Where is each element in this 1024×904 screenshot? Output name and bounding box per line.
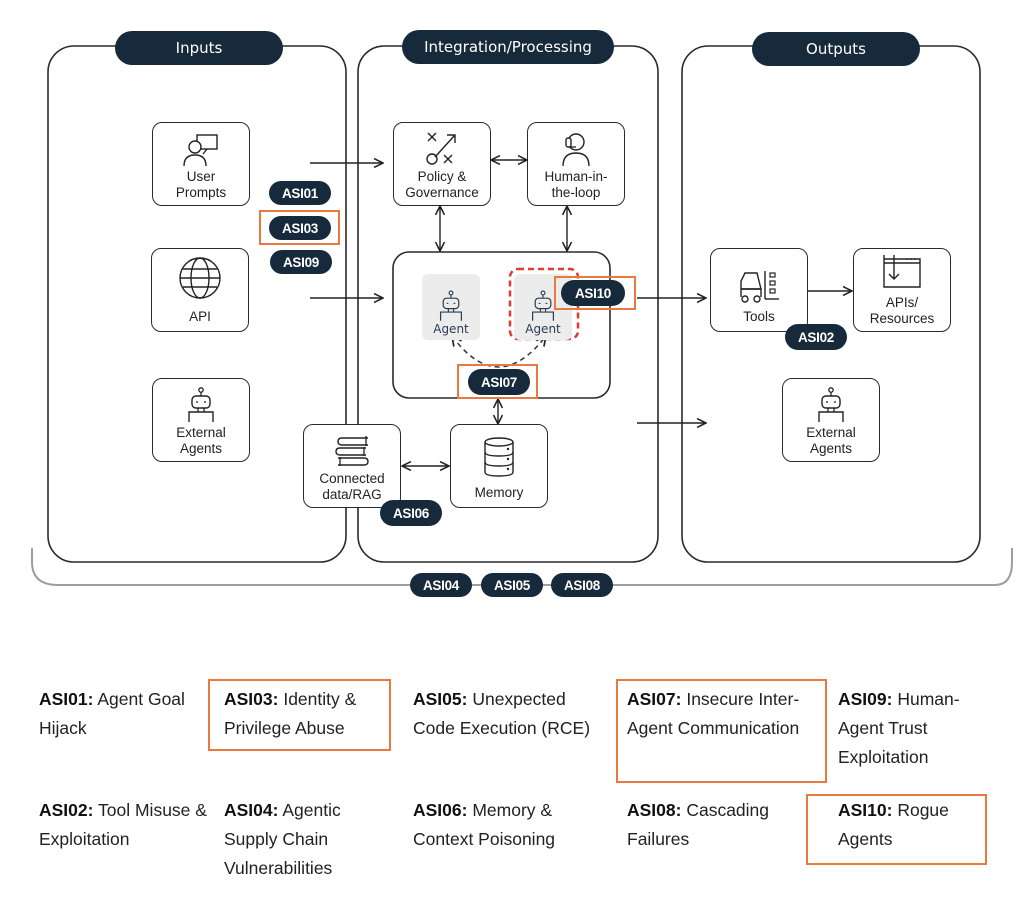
node-label: Connected data/RAG <box>319 471 385 502</box>
node-label: External Agents <box>806 425 856 456</box>
agent-card-1: Agent <box>422 274 480 340</box>
legend-item-asi06: ASI06: Memory & Context Poisoning <box>413 796 583 854</box>
legend-item-asi02: ASI02: Tool Misuse & Exploitation <box>39 796 209 854</box>
node-memory: Memory <box>450 424 548 508</box>
node-human-in-the-loop: Human-in- the-loop <box>527 122 625 206</box>
agent-label: Agent <box>433 322 469 336</box>
section-title-inputs: Inputs <box>115 31 283 65</box>
legend-code: ASI08: <box>627 800 682 820</box>
badge-asi06: ASI06 <box>380 500 442 526</box>
legend-text: Agent Goal Hijack <box>39 689 185 738</box>
legend-code: ASI04: <box>224 800 279 820</box>
highlight-asi10 <box>554 276 636 310</box>
legend-item-asi01: ASI01: Agent Goal Hijack <box>39 685 204 743</box>
legend-code: ASI06: <box>413 800 468 820</box>
legend-item-asi10: ASI10: Rogue Agents <box>838 796 968 854</box>
node-label: Memory <box>474 485 524 500</box>
node-apis-resources: APIs/ Resources <box>853 248 951 332</box>
node-external-agents-output: External Agents <box>782 378 880 462</box>
legend-code: ASI09: <box>838 689 893 709</box>
legend-highlight-asi03 <box>208 679 391 751</box>
legend-text: Unexpected Code Execution (RCE) <box>413 689 591 738</box>
highlight-asi03 <box>259 210 340 245</box>
legend-highlight-asi07 <box>616 679 827 783</box>
legend-code: ASI01: <box>39 689 94 709</box>
legend-text: Memory & Context Poisoning <box>413 800 556 849</box>
node-label: External Agents <box>176 425 226 456</box>
legend-text: Insecure Inter-Agent Communication <box>627 689 800 738</box>
forklift-icon <box>740 271 779 303</box>
legend-item-asi03: ASI03: Identity & Privilege Abuse <box>224 685 384 743</box>
legend-text: Tool Misuse & Exploitation <box>39 800 207 849</box>
legend-text: Rogue Agents <box>838 800 949 849</box>
download-window-icon <box>883 255 921 288</box>
headset-person-icon <box>562 133 590 167</box>
legend-item-asi07: ASI07: Insecure Inter-Agent Communicatio… <box>627 685 823 743</box>
legend-item-asi09: ASI09: Human-Agent Trust Exploitation <box>838 685 988 772</box>
badge-asi05: ASI05 <box>481 573 543 597</box>
robot-icon <box>188 387 214 422</box>
section-title-processing: Integration/Processing <box>402 30 614 64</box>
database-icon <box>484 437 514 477</box>
badge-asi02: ASI02 <box>785 324 847 350</box>
user-speech-icon <box>183 134 218 167</box>
badge-asi09: ASI09 <box>270 250 332 274</box>
legend-text: Human-Agent Trust Exploitation <box>838 689 960 767</box>
node-label: Human-in- the-loop <box>544 169 608 200</box>
node-label: Policy & Governance <box>405 169 479 200</box>
legend-code: ASI07: <box>627 689 682 709</box>
badge-asi04: ASI04 <box>410 573 472 597</box>
robot-icon <box>531 290 555 321</box>
books-stack-icon <box>335 436 369 466</box>
legend-item-asi04: ASI04: Agentic Supply Chain Vulnerabilit… <box>224 796 374 883</box>
legend-text: Cascading Failures <box>627 800 770 849</box>
legend-code: ASI02: <box>39 800 94 820</box>
node-policy-governance: Policy & Governance <box>393 122 491 206</box>
legend-code: ASI03: <box>224 689 279 709</box>
badge-asi01: ASI01 <box>269 181 331 205</box>
node-api: API <box>151 248 249 332</box>
legend-text: Agentic Supply Chain Vulnerabilities <box>224 800 341 878</box>
robot-icon <box>439 290 463 321</box>
node-label: User Prompts <box>175 169 227 200</box>
node-label: Tools <box>743 309 775 324</box>
legend-text: Identity & Privilege Abuse <box>224 689 357 738</box>
node-external-agents-input: External Agents <box>152 378 250 462</box>
legend-item-asi05: ASI05: Unexpected Code Execution (RCE) <box>413 685 603 743</box>
node-connected-data-rag: Connected data/RAG <box>303 424 401 508</box>
legend-highlight-asi10 <box>806 794 987 865</box>
robot-icon <box>818 387 844 422</box>
node-label: APIs/ Resources <box>869 295 935 326</box>
node-tools: Tools <box>710 248 808 332</box>
node-label: API <box>189 309 211 324</box>
badge-asi07: ASI07 <box>468 369 530 395</box>
strategy-play-icon <box>426 132 456 165</box>
highlight-asi07 <box>457 364 538 399</box>
badge-asi10: ASI10 <box>561 280 625 306</box>
node-user-prompts: User Prompts <box>152 122 250 206</box>
globe-icon <box>179 257 221 299</box>
badge-asi03: ASI03 <box>269 216 331 240</box>
legend-code: ASI05: <box>413 689 468 709</box>
legend-item-asi08: ASI08: Cascading Failures <box>627 796 787 854</box>
legend-code: ASI10: <box>838 800 893 820</box>
agent-comm-dashed-arc <box>452 336 546 368</box>
section-title-outputs: Outputs <box>752 32 920 66</box>
agent-label: Agent <box>525 322 561 336</box>
badge-asi08: ASI08 <box>551 573 613 597</box>
